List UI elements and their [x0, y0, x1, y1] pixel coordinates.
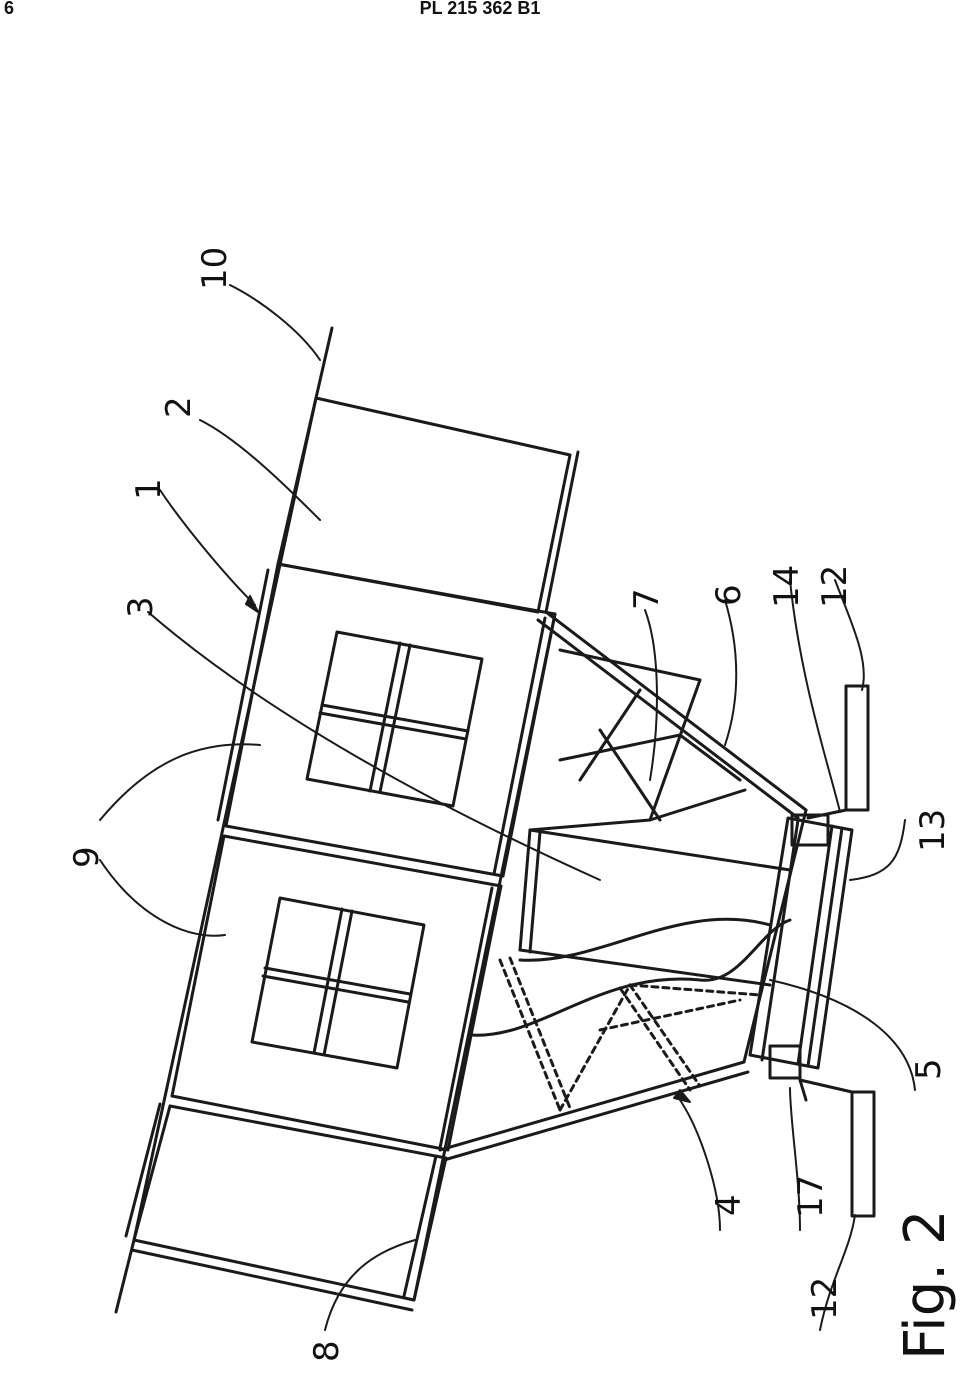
figure-caption: Fig. 2 — [893, 1210, 958, 1360]
leader-lines — [99, 284, 916, 1331]
panel-2 — [276, 396, 540, 614]
numeral-13: 13 — [913, 809, 953, 852]
top-flap-extension — [314, 326, 580, 614]
foot-12-lower — [798, 1078, 876, 1218]
lower-window-panel — [168, 834, 503, 1160]
numeral-4: 4 — [709, 1194, 749, 1216]
dashed-members — [498, 956, 762, 1112]
outer-edges — [132, 396, 557, 1302]
numeral-14: 14 — [767, 565, 807, 608]
numeral-12-upper: 12 — [815, 565, 855, 608]
page-header: 6 PL 215 362 B1 — [0, 0, 960, 22]
document-id: PL 215 362 B1 — [419, 0, 541, 18]
numeral-1: 1 — [129, 478, 169, 500]
numeral-3: 3 — [121, 596, 161, 618]
numeral-5: 5 — [909, 1058, 949, 1080]
numeral-12-lower: 12 — [805, 1277, 845, 1320]
numeral-9: 9 — [67, 846, 107, 868]
bottom-panel-8 — [114, 1102, 448, 1314]
numeral-10: 10 — [195, 247, 235, 290]
numeral-6: 6 — [709, 584, 749, 606]
base-frame-13 — [748, 813, 854, 1080]
numeral-2: 2 — [159, 396, 199, 418]
page-number: 6 — [4, 0, 15, 18]
numeral-8: 8 — [307, 1340, 347, 1362]
foot-12-upper — [806, 684, 870, 820]
numeral-7: 7 — [627, 588, 667, 610]
reference-numerals: 10 2 1 3 9 7 6 14 12 13 5 4 17 12 8 Fig.… — [67, 247, 958, 1362]
numeral-17: 17 — [791, 1175, 831, 1218]
